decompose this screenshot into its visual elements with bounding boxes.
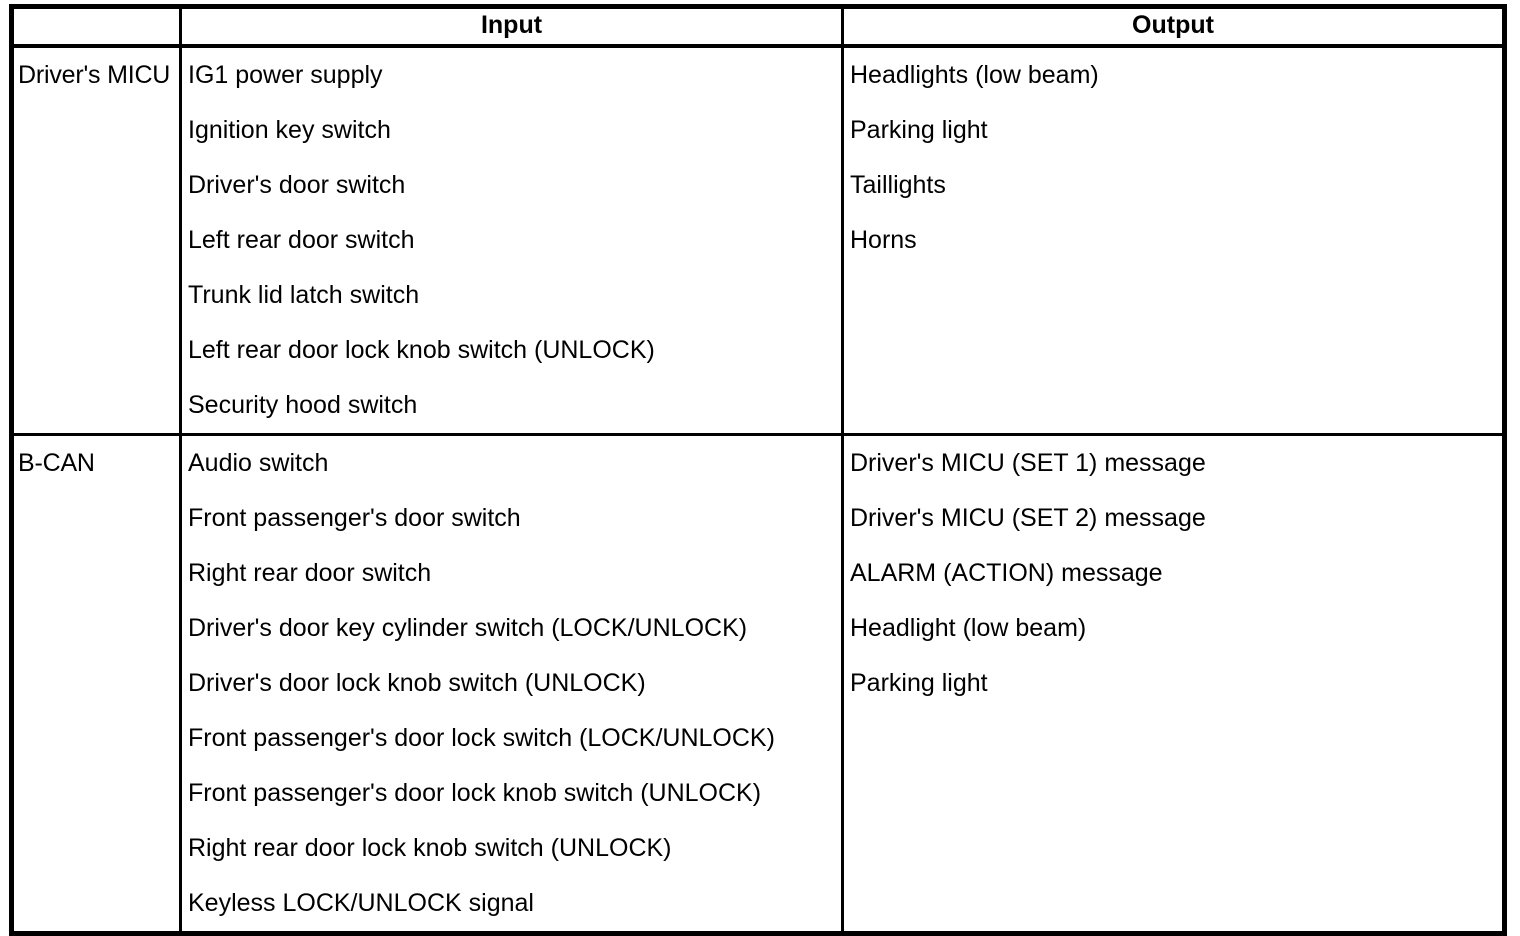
output-cell: Headlights (low beam) Parking light Tail… — [842, 46, 1505, 436]
table-row: B-CAN Audio switch Front passenger's doo… — [11, 434, 1505, 934]
input-list: Audio switch Front passenger's door swit… — [188, 436, 841, 931]
list-item: Left rear door switch — [188, 226, 415, 254]
table-header: Input Output — [11, 6, 1505, 48]
output-cell: Driver's MICU (SET 1) message Driver's M… — [843, 435, 1505, 934]
list-item: IG1 power supply — [188, 61, 383, 89]
list-item: Front passenger's door switch — [188, 504, 521, 532]
list-item: Headlight (low beam) — [850, 614, 1087, 642]
list-item: Driver's door lock knob switch (UNLOCK) — [188, 669, 646, 697]
list-item: Driver's door switch — [188, 171, 406, 199]
list-item: Front passenger's door lock switch (LOCK… — [188, 724, 775, 752]
column-header-input: Input — [180, 6, 844, 48]
list-item: Keyless LOCK/UNLOCK signal — [188, 889, 534, 917]
system-cell: B-CAN — [11, 434, 182, 934]
list-item: Right rear door switch — [188, 559, 432, 587]
input-list: IG1 power supply Ignition key switch Dri… — [188, 48, 841, 433]
column-header-output: Output — [842, 6, 1505, 48]
list-item: Horns — [850, 226, 917, 254]
list-item: Headlights (low beam) — [850, 61, 1099, 89]
system-label: Driver's MICU — [18, 61, 171, 89]
list-item: Security hood switch — [188, 391, 418, 419]
list-item: Trunk lid latch switch — [188, 281, 420, 309]
input-cell: Audio switch Front passenger's door swit… — [180, 434, 844, 934]
list-item: Driver's MICU (SET 1) message — [850, 449, 1206, 477]
list-item: Taillights — [850, 171, 946, 199]
input-output-table: Input Output Driver's MICU IG1 power sup… — [9, 4, 1507, 936]
list-item: Driver's door key cylinder switch (LOCK/… — [188, 614, 748, 642]
list-item: Driver's MICU (SET 2) message — [850, 504, 1206, 532]
header-row: Input Output — [11, 6, 1505, 48]
system-cell: Driver's MICU — [11, 46, 182, 436]
list-item: Audio switch — [188, 449, 329, 477]
list-item: Ignition key switch — [188, 116, 391, 144]
list-item: Front passenger's door lock knob switch … — [188, 779, 762, 807]
list-item: Parking light — [850, 669, 988, 697]
table-row: Driver's MICU IG1 power supply Ignition … — [11, 46, 1505, 436]
output-list: Headlights (low beam) Parking light Tail… — [850, 48, 1502, 268]
input-cell: IG1 power supply Ignition key switch Dri… — [180, 46, 844, 436]
document-page: Input Output Driver's MICU IG1 power sup… — [9, 4, 1507, 936]
list-item: ALARM (ACTION) message — [850, 559, 1163, 587]
system-label: B-CAN — [18, 449, 95, 477]
table-body: Driver's MICU IG1 power supply Ignition … — [11, 46, 1505, 934]
output-list: Driver's MICU (SET 1) message Driver's M… — [850, 436, 1502, 711]
list-item: Left rear door lock knob switch (UNLOCK) — [188, 336, 655, 364]
list-item: Parking light — [850, 116, 988, 144]
column-header-system — [11, 6, 182, 48]
list-item: Right rear door lock knob switch (UNLOCK… — [188, 834, 672, 862]
